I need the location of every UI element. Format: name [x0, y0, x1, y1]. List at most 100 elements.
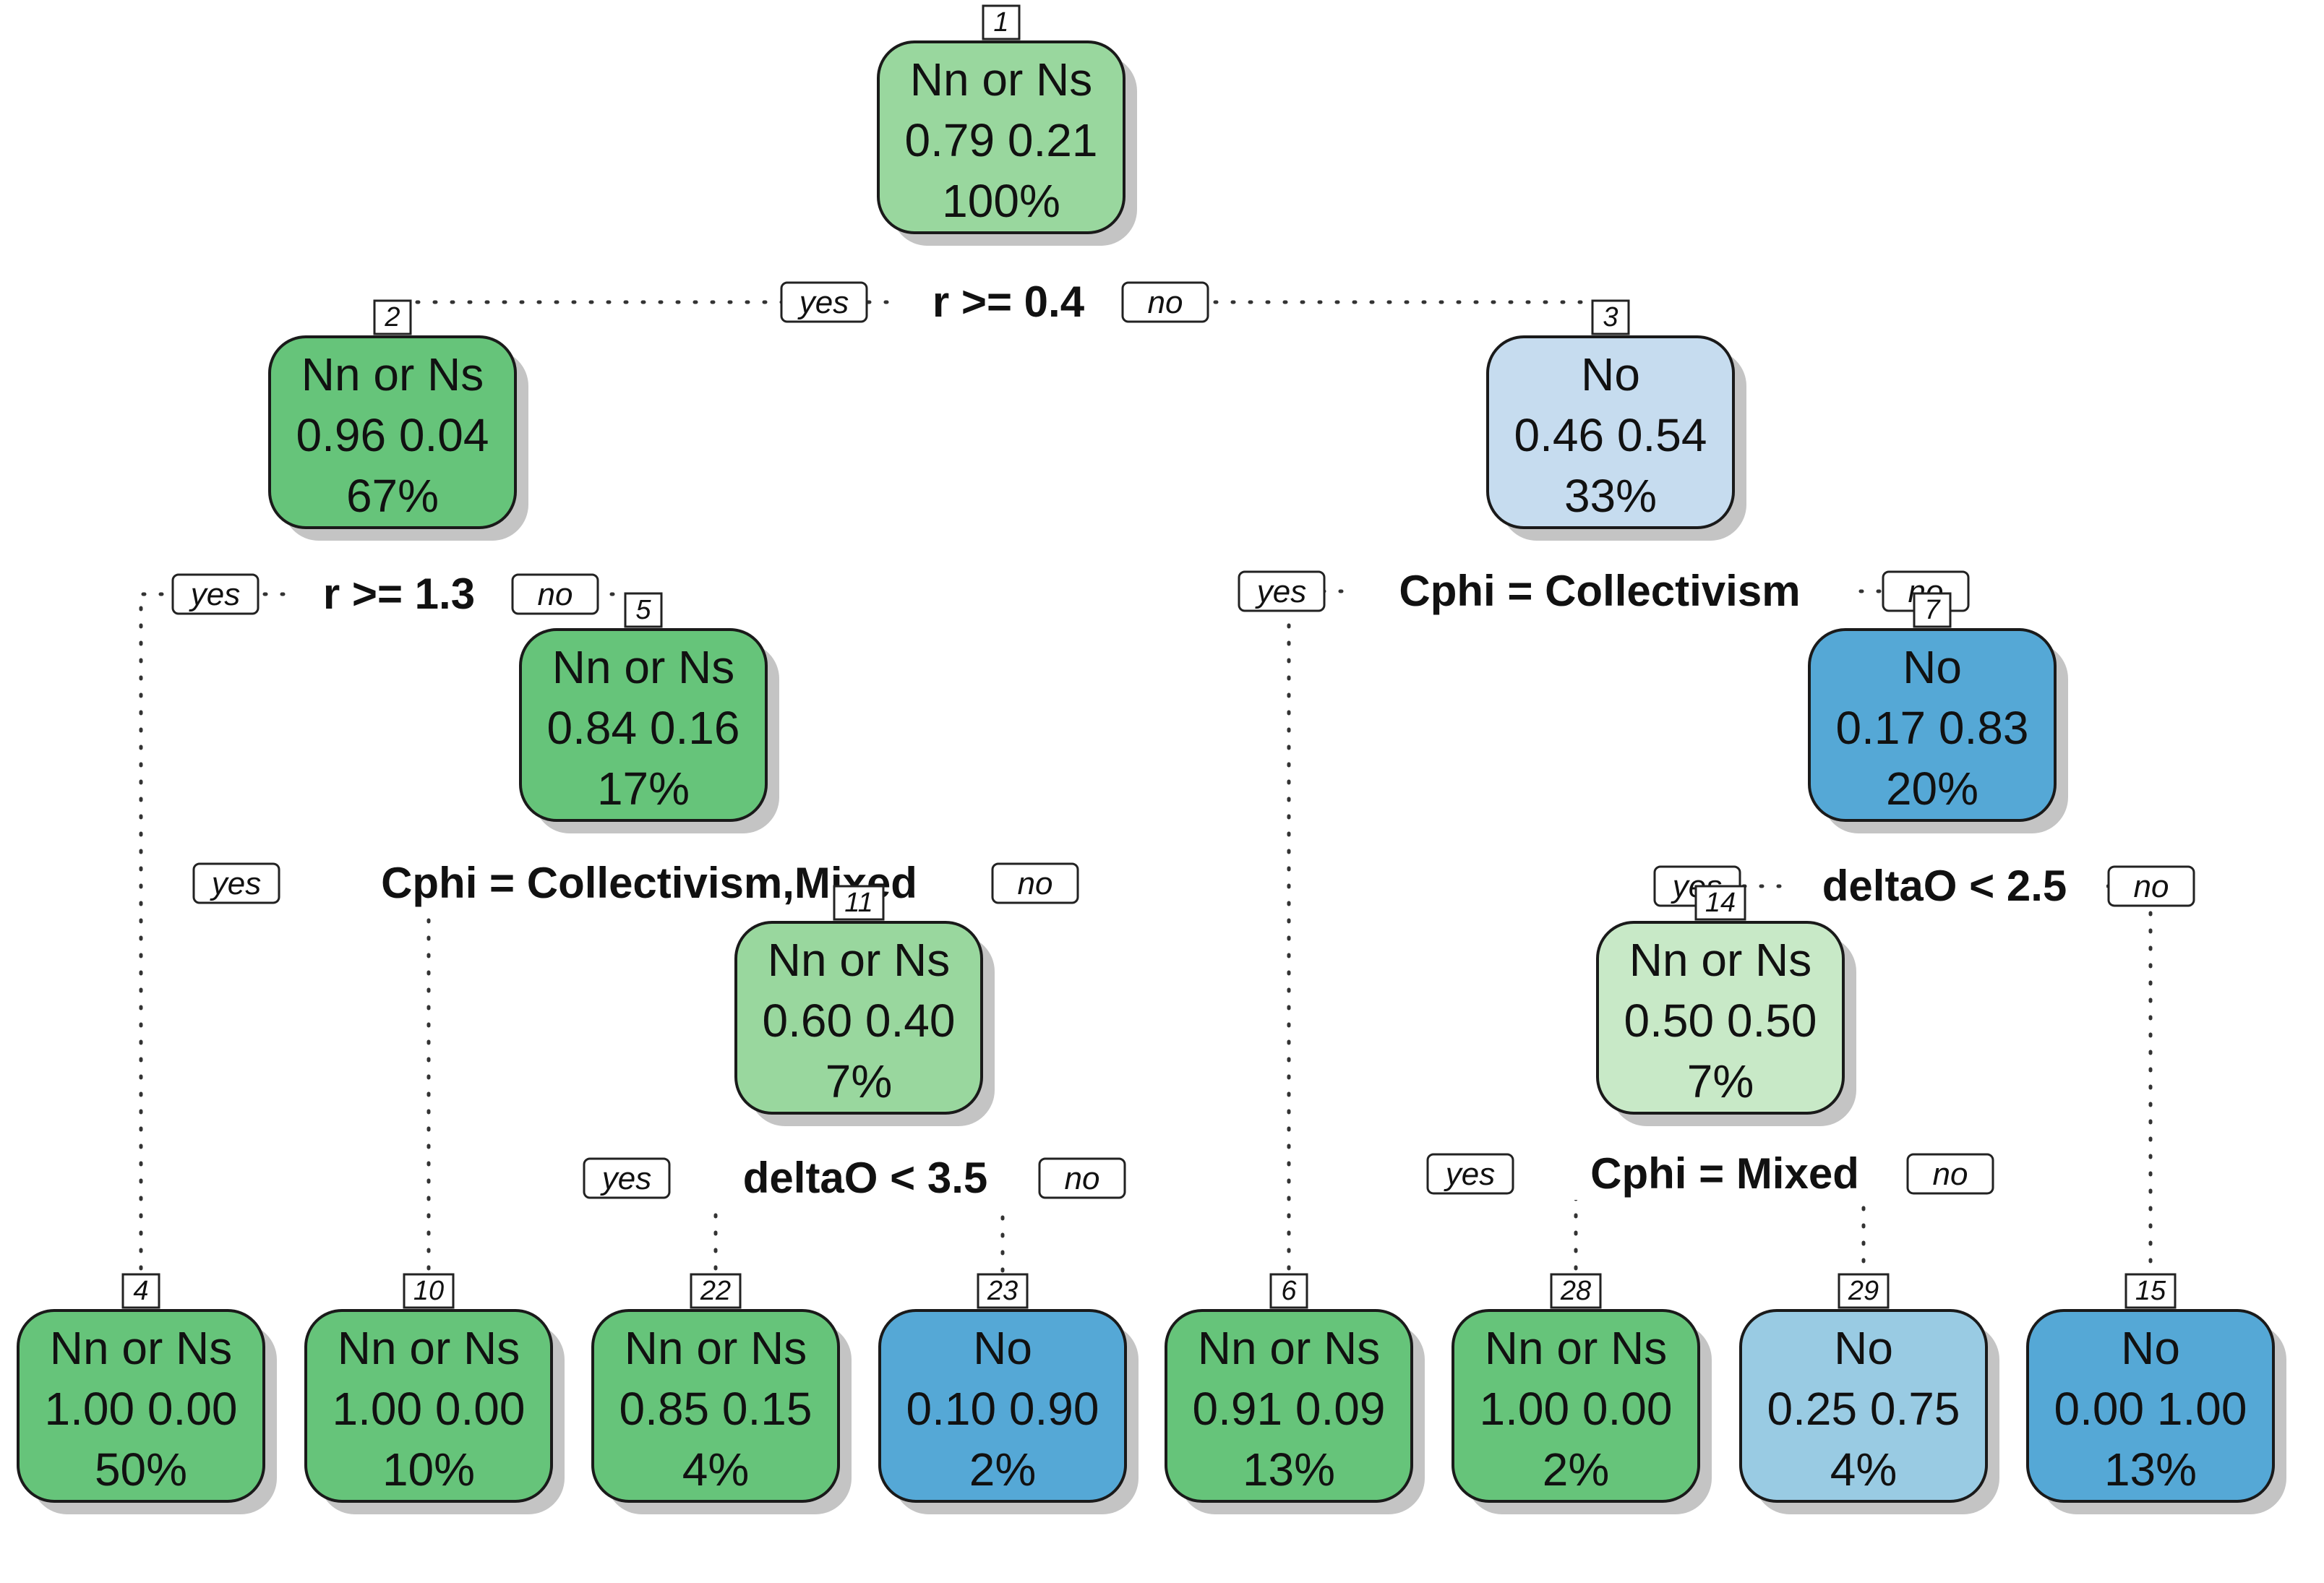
tree-node-2: 2 Nn or Ns 0.96 0.04 67%	[268, 299, 528, 541]
node-id-box	[1591, 299, 1630, 335]
node-class-label: No	[1834, 1322, 1893, 1374]
node-probabilities: 0.46 0.54	[1514, 409, 1707, 461]
no-branch-label: no	[2134, 869, 2169, 904]
no-branch-label: no	[1933, 1157, 1968, 1192]
node-percentage: 2%	[969, 1443, 1037, 1496]
yes-branch-box	[583, 1157, 671, 1199]
node-percentage: 4%	[682, 1443, 750, 1496]
node-box	[17, 1309, 265, 1503]
node-percentage: 33%	[1564, 470, 1657, 522]
node-probabilities: 0.17 0.83	[1836, 702, 2029, 754]
node-percentage: 17%	[597, 763, 690, 815]
node-probabilities: 0.84 0.16	[547, 702, 740, 754]
yes-branch-label: yes	[189, 577, 240, 612]
node-probabilities: 0.85 0.15	[619, 1383, 812, 1435]
yes-branch-box	[1426, 1153, 1514, 1195]
node-class-label: No	[2121, 1322, 2180, 1374]
split-condition-text: r >= 0.4	[932, 278, 1085, 326]
node-class-label: Nn or Ns	[1629, 934, 1812, 986]
node-class-label: Nn or Ns	[625, 1322, 807, 1374]
node-probabilities: 1.00 0.00	[333, 1383, 526, 1435]
node-percentage: 7%	[826, 1055, 893, 1107]
node-class-label: Nn or Ns	[338, 1322, 520, 1374]
node-id-box	[833, 885, 885, 921]
node-class-label: Nn or Ns	[910, 53, 1093, 106]
node-id-label: 28	[1560, 1276, 1591, 1306]
node-probabilities: 0.50 0.50	[1624, 995, 1817, 1047]
node-box	[878, 1309, 1127, 1503]
yes-branch-box	[780, 281, 868, 323]
node-probabilities: 0.91 0.09	[1193, 1383, 1386, 1435]
node-class-label: Nn or Ns	[1485, 1322, 1668, 1374]
node-probabilities: 0.00 1.00	[2054, 1383, 2247, 1435]
node-id-box	[977, 1273, 1029, 1309]
yes-branch-label: yes	[210, 866, 261, 901]
node-box	[304, 1309, 553, 1503]
node-id-label: 2	[384, 302, 400, 333]
no-branch-box	[1038, 1157, 1126, 1199]
node-box	[268, 335, 517, 529]
yes-branch-label: yes	[1255, 574, 1306, 609]
node-id-box	[373, 299, 412, 335]
node-class-label: No	[1903, 641, 1962, 693]
split-text-backdrop	[286, 568, 512, 620]
node-probabilities: 1.00 0.00	[1480, 1383, 1673, 1435]
no-branch-box	[1906, 1153, 1994, 1195]
edge-s3	[1287, 589, 1934, 1288]
split-condition-text: Cphi = Collectivism	[1399, 567, 1800, 615]
node-id-box	[624, 592, 663, 628]
node-class-label: Nn or Ns	[1198, 1322, 1381, 1374]
node-id-box	[2124, 1273, 2177, 1309]
node-percentage: 50%	[95, 1443, 187, 1496]
node-id-box	[1550, 1273, 1602, 1309]
yes-branch-label: yes	[600, 1161, 651, 1196]
node-percentage: 20%	[1886, 763, 1978, 815]
node-class-label: Nn or Ns	[301, 348, 484, 400]
yes-branch-box	[171, 573, 260, 615]
split-condition-text: r >= 1.3	[323, 570, 475, 618]
node-box	[877, 40, 1125, 234]
node-percentage: 67%	[346, 470, 439, 522]
node-percentage: 13%	[1243, 1443, 1335, 1496]
node-id-label: 15	[2135, 1276, 2166, 1306]
node-id-label: 29	[1848, 1276, 1879, 1306]
yes-branch-label: yes	[797, 285, 849, 320]
split-s11: deltaO < 3.5 yes no	[583, 1152, 1126, 1204]
split-condition-text: deltaO < 3.5	[743, 1154, 988, 1202]
node-class-label: Nn or Ns	[768, 934, 951, 986]
no-branch-box	[1121, 281, 1209, 323]
node-box	[1739, 1309, 1988, 1503]
node-percentage: 10%	[382, 1443, 475, 1496]
node-probabilities: 0.96 0.04	[296, 409, 489, 461]
node-percentage: 100%	[942, 175, 1060, 227]
node-id-box	[1913, 592, 1952, 628]
node-class-label: Nn or Ns	[50, 1322, 233, 1374]
node-percentage: 2%	[1543, 1443, 1610, 1496]
node-class-label: Nn or Ns	[552, 641, 735, 693]
split-condition-text: deltaO < 2.5	[1822, 862, 2067, 910]
node-percentage: 4%	[1830, 1443, 1898, 1496]
node-id-label: 1	[993, 7, 1008, 38]
no-branch-box	[2107, 865, 2195, 907]
node-probabilities: 0.60 0.40	[763, 995, 956, 1047]
edge-s11	[713, 1176, 1005, 1288]
no-branch-label: no	[1065, 1161, 1100, 1196]
split-text-backdrop	[703, 1152, 1027, 1204]
yes-branch-label: yes	[1444, 1157, 1495, 1192]
node-probabilities: 1.00 0.00	[45, 1383, 238, 1435]
node-box	[1596, 921, 1845, 1115]
